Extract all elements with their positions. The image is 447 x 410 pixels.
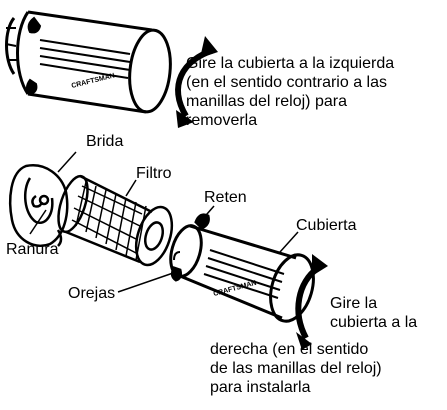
- cover-part: [169, 213, 315, 323]
- flange-part: [9, 164, 69, 247]
- label-reten: Reten: [204, 189, 247, 206]
- ranura-leader: [29, 209, 47, 235]
- install-instruction-part1: Gire la cubierta a la: [330, 295, 418, 331]
- counterclockwise-arrow-icon: [175, 36, 218, 128]
- filter-cartridge: [57, 174, 174, 267]
- top-cover-brand: CRAFTSMAN: [71, 72, 116, 90]
- cubierta-leader: [279, 231, 299, 253]
- clockwise-arrow-icon: [295, 254, 328, 350]
- remove-instruction: Gire la cubierta a la izquierda (en el s…: [186, 55, 395, 129]
- label-orejas: Orejas: [68, 285, 116, 302]
- label-cubierta: Cubierta: [296, 217, 357, 234]
- brida-leader: [57, 151, 77, 173]
- label-ranura: Ranura: [6, 241, 59, 258]
- install-instruction-part2: derecha (en el sentido de las manillas d…: [210, 341, 382, 396]
- filtro-leader: [125, 179, 137, 197]
- label-brida: Brida: [86, 133, 124, 150]
- reten-leader: [199, 205, 215, 223]
- top-cover-assembly: [5, 10, 172, 114]
- label-filtro: Filtro: [136, 165, 172, 182]
- orejas-leader: [117, 271, 177, 293]
